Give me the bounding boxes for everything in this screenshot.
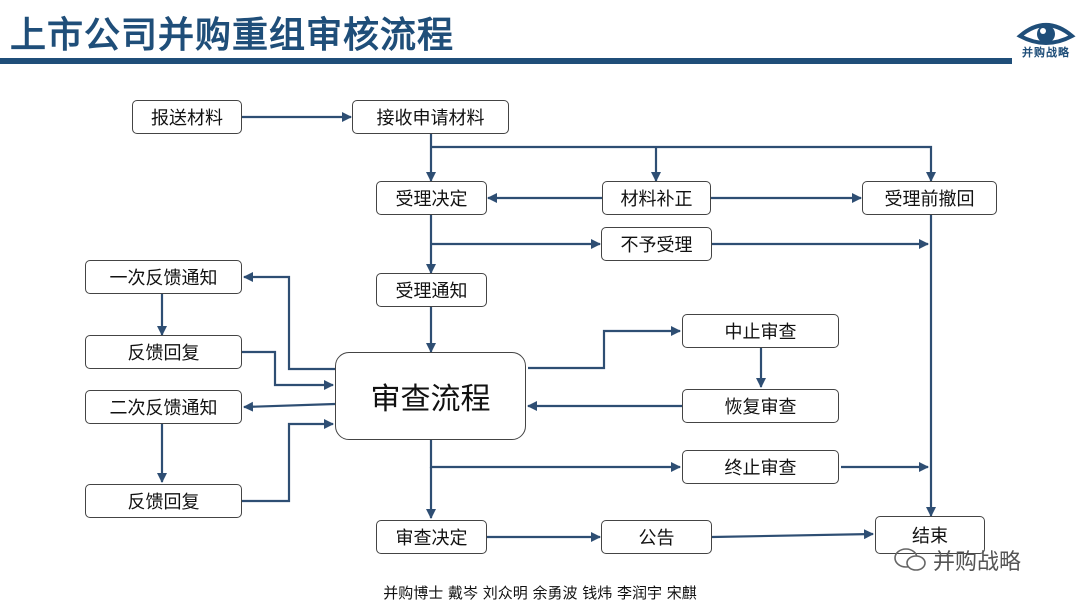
node-end: 结束 (875, 516, 985, 554)
logo-text: 并购战略 (1022, 46, 1070, 59)
credits: 并购博士 戴岑 刘众明 余勇波 钱炜 李润宇 宋麒 (383, 584, 697, 602)
chat-bubble-icon (894, 548, 926, 571)
arrow-review-feedback2 (243, 401, 336, 412)
eye-logo-icon (1016, 23, 1076, 45)
node-review-process: 审查流程 (335, 352, 526, 440)
node-announce: 公告 (601, 520, 712, 554)
node-submit: 报送材料 (132, 100, 242, 134)
arrow-review-suspend (528, 326, 681, 370)
arrow-review-feedback1 (243, 272, 335, 371)
arrow-reply1-review (242, 350, 334, 390)
node-supplement: 材料补正 (602, 181, 711, 215)
arrow-branch-bar (431, 145, 936, 182)
node-feedback-1: 一次反馈通知 (85, 260, 242, 294)
node-accept-notice: 受理通知 (376, 273, 487, 307)
node-accept-decision: 受理决定 (376, 181, 487, 215)
node-withdraw: 受理前撤回 (862, 181, 997, 215)
node-receive: 接收申请材料 (352, 100, 509, 134)
node-feedback-2: 二次反馈通知 (85, 390, 242, 424)
watermark-text: 并购战略 (933, 550, 1022, 575)
arrow-announce-end (711, 529, 874, 540)
arrow-reply2-review (242, 419, 334, 503)
node-reject: 不予受理 (601, 227, 712, 261)
watermark: 并购战略 (893, 544, 1021, 576)
node-reply-1: 反馈回复 (85, 335, 242, 369)
page-title: 上市公司并购重组审核流程 (10, 15, 455, 56)
title-underline (0, 58, 1012, 64)
node-terminate: 终止审查 (682, 450, 839, 484)
node-suspend: 中止审查 (682, 314, 839, 348)
arrow-review-terminate (429, 440, 681, 472)
node-reply-2: 反馈回复 (85, 484, 242, 518)
node-review-decision: 审查决定 (376, 520, 487, 554)
node-resume: 恢复审查 (682, 389, 839, 423)
